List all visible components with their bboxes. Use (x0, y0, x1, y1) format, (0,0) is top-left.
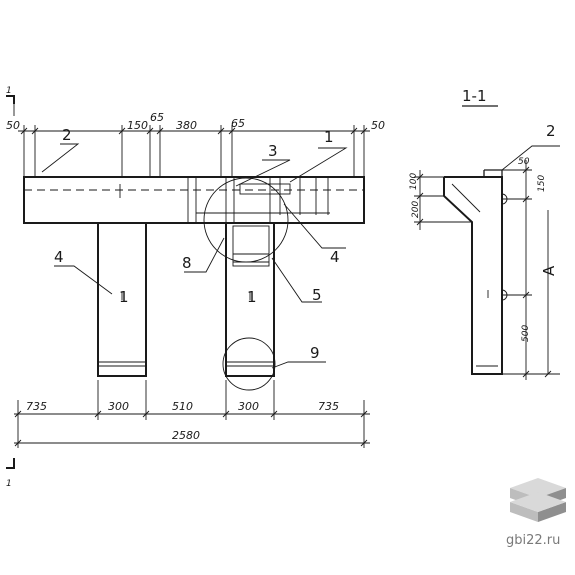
dim-top-left-50: 50 (6, 119, 20, 132)
leader-8 (184, 237, 225, 273)
sec-right-ticks (522, 166, 530, 378)
dim-bottom-300-right: 300 (238, 400, 259, 413)
dim-sec-200: 200 (411, 201, 421, 218)
section-title: 1-1 (462, 87, 487, 105)
dim-bottom-735-right: 735 (318, 400, 339, 413)
right-leg-outline (225, 223, 275, 377)
bottom-dim-ticks (14, 410, 368, 418)
mark-4-right: 4 (330, 248, 340, 266)
crossbar-outline (23, 176, 365, 224)
dim-sec-100: 100 (409, 173, 419, 190)
section-cut-bottom (6, 458, 15, 469)
mark-3: 3 (268, 142, 278, 160)
left-leg-outline (97, 223, 147, 377)
section-cut-top (6, 95, 15, 104)
dim-bottom-300-left: 300 (108, 400, 129, 413)
leader-1-top (289, 147, 348, 183)
mark-1-leg-right: 1 (247, 288, 257, 306)
mark-5: 5 (312, 286, 322, 304)
section-haunch-line (451, 183, 481, 213)
dim-bottom-510: 510 (172, 400, 193, 413)
mark-2-left: 2 (62, 126, 72, 144)
mark-9: 9 (310, 344, 320, 362)
mark-1-leg-left: 1 (119, 288, 129, 306)
dim-top-380: 380 (176, 119, 197, 132)
leader-9 (271, 361, 326, 369)
total-dim-ticks (14, 439, 368, 447)
dim-sec-150: 150 (537, 175, 547, 192)
sec-A-tick (544, 370, 552, 378)
embed-plate (239, 183, 291, 195)
dim-top-65-a: 65 (150, 111, 164, 124)
section-marker-top: 1 (6, 86, 12, 96)
right-leg-insert (232, 225, 270, 267)
sec-left-ticks (416, 173, 424, 226)
mark-1-top: 1 (324, 128, 334, 146)
dim-top-right-50: 50 (371, 119, 385, 132)
dim-total-2580: 2580 (172, 429, 200, 442)
section-outline (443, 176, 503, 375)
mark-2-section: 2 (546, 122, 556, 140)
top-dim-ticks (20, 127, 368, 135)
watermark-text: gbi22.ru (506, 533, 561, 548)
dim-sec-50: 50 (518, 157, 530, 167)
leader-5 (271, 257, 322, 303)
dim-sec-500: 500 (521, 325, 531, 342)
leader-3 (235, 159, 291, 187)
section-marker-bottom: 1 (6, 479, 12, 489)
leader-4-left (54, 265, 113, 295)
detail-circle-top (203, 177, 289, 263)
leader-2-left (41, 143, 80, 173)
mark-8: 8 (182, 254, 192, 272)
dim-bottom-735-left: 735 (26, 400, 47, 413)
leader-2-section (501, 145, 560, 171)
dim-sec-A: A (540, 265, 558, 276)
detail-circle-bottom (222, 337, 276, 391)
dim-top-65-b: 65 (231, 117, 245, 130)
mark-4-left: 4 (54, 248, 64, 266)
watermark-logo-icon (510, 478, 566, 522)
leader-4-right (283, 203, 346, 249)
dim-top-150: 150 (127, 119, 148, 132)
